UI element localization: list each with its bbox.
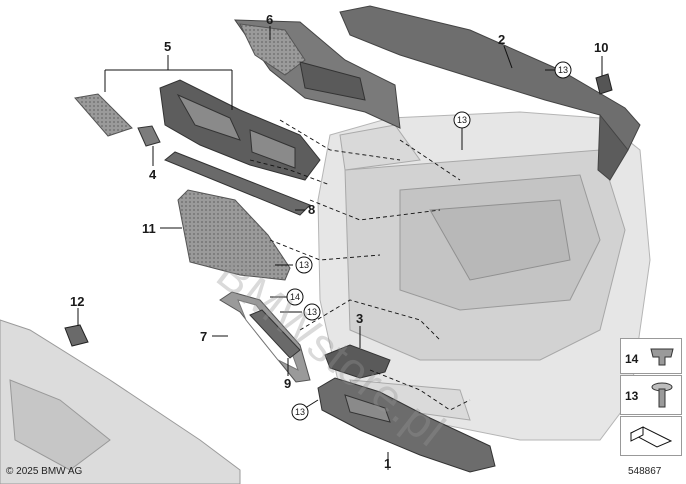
callout-5: 5 (164, 39, 171, 54)
circled-ref-13-c: 13 (295, 256, 313, 274)
legend-item-direction (620, 416, 682, 456)
part-9-insert-strip (249, 309, 301, 359)
part-12-clip (64, 324, 89, 347)
callout-2: 2 (498, 32, 505, 47)
screw-icon (647, 380, 677, 417)
svg-text:14: 14 (290, 292, 300, 302)
callout-7: 7 (200, 329, 207, 344)
part-10-clip (595, 73, 613, 95)
callout-8: 8 (308, 202, 315, 217)
callout-12: 12 (70, 294, 84, 309)
part-6-trim-with-grille (234, 19, 401, 129)
callout-4: 4 (149, 167, 157, 182)
svg-text:13: 13 (558, 65, 568, 75)
circled-ref-14: 14 (286, 288, 304, 306)
part-8-trim-strip (164, 151, 311, 216)
callout-3: 3 (356, 311, 363, 326)
callout-11: 11 (142, 221, 156, 236)
part-5-carrier-frame (159, 79, 321, 181)
clip-nut-icon (647, 343, 677, 376)
legend-number-13: 13 (625, 389, 639, 403)
circled-ref-13-a: 13 (554, 61, 572, 79)
door-inner-panel (317, 111, 651, 441)
leader-lines (77, 26, 603, 470)
legend-item-13: 13 (620, 375, 682, 415)
circled-ref-13-b: 13 (453, 111, 471, 129)
assembly-lines (249, 119, 471, 411)
part-11-speaker-grille (177, 189, 291, 281)
callout-6: 6 (266, 12, 273, 27)
svg-text:13: 13 (457, 115, 467, 125)
callout-1: 1 (384, 456, 391, 471)
svg-text:13: 13 (295, 407, 305, 417)
diagram-id: 548867 (628, 466, 662, 477)
legend-item-14: 14 (620, 338, 682, 374)
svg-text:13: 13 (299, 260, 309, 270)
part-4-clip (137, 125, 161, 147)
callout-9: 9 (284, 376, 291, 391)
svg-text:13: 13 (307, 307, 317, 317)
direction-arrow-icon (627, 423, 675, 456)
circled-ref-13-d: 13 (303, 303, 321, 321)
small-grille-cover (74, 93, 133, 137)
lower-left-panel (0, 319, 241, 484)
part-1-armrest (317, 377, 496, 473)
part-3-switch-cover (324, 344, 391, 379)
circled-ref-13-e: 13 (291, 403, 309, 421)
copyright-text: © 2025 BMW AG (6, 466, 83, 477)
legend-number-14: 14 (625, 352, 639, 366)
callout-10: 10 (594, 40, 608, 55)
part-2-upper-trim (339, 5, 641, 181)
